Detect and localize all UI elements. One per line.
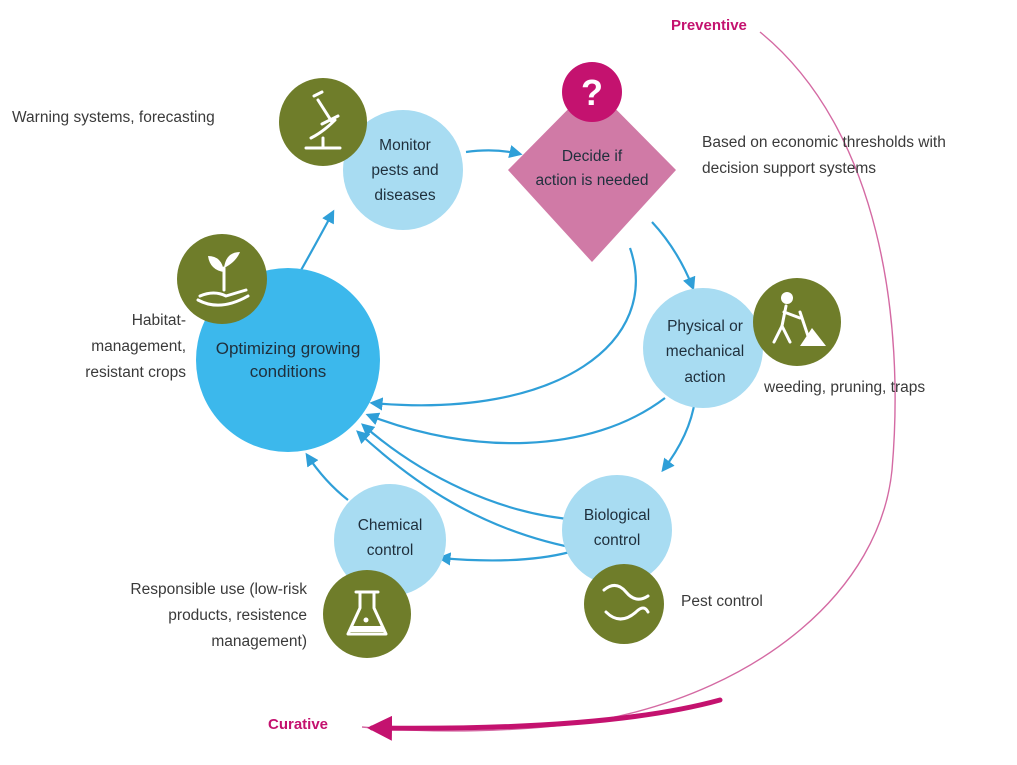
node-physical-line-1: Physical or — [667, 318, 743, 335]
arrow-decide-to-physical — [651, 221, 696, 291]
curative-arrow-thick — [367, 697, 723, 741]
worker-digging-icon — [753, 278, 841, 366]
node-optimizing-line-1: Optimizing growing — [216, 339, 361, 358]
note-habitat-line-2: management, — [91, 338, 186, 355]
node-decide-line-2: action is needed — [536, 172, 649, 189]
node-optimizing-line-2: conditions — [250, 362, 327, 381]
note-habitat-line-3: resistant crops — [85, 364, 186, 381]
note-habitat-line-1: Habitat- — [132, 312, 186, 329]
curative-label: Curative — [268, 716, 328, 733]
arrow-chemical-to-optimizing — [305, 452, 349, 501]
note-pest-line-1: Pest control — [681, 593, 763, 610]
feedback-chemical-to-optimizing — [356, 430, 586, 552]
node-physical-line-3: action — [684, 369, 725, 386]
note-economic-line-2: decision support systems — [702, 160, 876, 177]
seedling-hand-icon — [177, 234, 267, 324]
node-decide — [508, 85, 676, 262]
node-chemical-line-2: control — [367, 542, 414, 559]
node-monitor-line-3: diseases — [374, 187, 435, 204]
note-responsible-line-1: Responsible use (low-risk — [130, 581, 307, 598]
note-economic-line-1: Based on economic thresholds with — [702, 134, 946, 151]
feedback-physical-to-optimizing — [365, 397, 666, 445]
flask-icon — [323, 570, 411, 658]
note-responsible-line-2: products, resistence — [168, 607, 307, 624]
note-weeding-line-1: weeding, pruning, traps — [763, 379, 925, 396]
node-monitor-line-1: Monitor — [379, 137, 431, 154]
preventive-curative-arc — [361, 31, 896, 732]
microscope-icon — [279, 78, 367, 166]
note-warning-line-1: Warning systems, forecasting — [12, 109, 215, 126]
node-chemical — [334, 484, 446, 596]
node-chemical-line-1: Chemical — [358, 517, 423, 534]
note-responsible-line-3: management) — [211, 633, 307, 650]
node-biological-line-2: control — [594, 532, 641, 549]
node-biological — [562, 475, 672, 585]
node-physical-line-2: mechanical — [666, 343, 744, 360]
node-monitor — [343, 110, 463, 230]
node-decide-line-1: Decide if — [562, 148, 623, 165]
feedback-decide-to-optimizing — [369, 247, 637, 411]
question-mark-glyph: ? — [581, 72, 603, 113]
arrow-physical-to-biological — [661, 399, 697, 473]
node-physical — [643, 288, 763, 408]
question-mark-icon: ? — [562, 62, 622, 122]
preventive-label: Preventive — [671, 17, 747, 34]
node-monitor-line-2: pests and — [371, 162, 438, 179]
feedback-biological-to-optimizing — [361, 423, 581, 522]
arrow-monitor-to-decide — [465, 145, 523, 158]
worm-icon — [584, 564, 664, 644]
arrow-optimizing-to-monitor — [299, 209, 335, 273]
node-biological-line-1: Biological — [584, 507, 650, 524]
arrow-biological-to-chemical — [437, 550, 571, 566]
